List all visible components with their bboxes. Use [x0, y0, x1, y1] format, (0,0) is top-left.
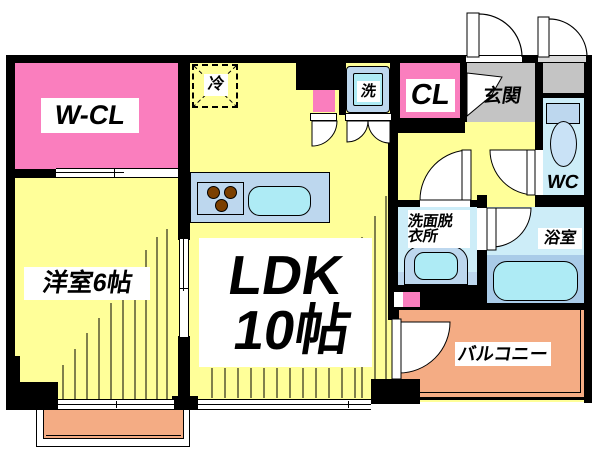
entrance-door-sill	[465, 55, 523, 63]
wall-partition-lower	[178, 336, 190, 400]
wall-between-windows	[172, 396, 198, 410]
balcony-door-arc	[398, 321, 451, 374]
wall-laundry-right	[390, 55, 400, 120]
wall-washroom-bath	[477, 195, 487, 309]
washing-machine-label-chip: 洗	[357, 81, 380, 102]
wall-bottom-left-chunk	[16, 382, 58, 410]
wall-hall-washroom-a	[388, 200, 420, 207]
pipe-space-bottom	[403, 292, 420, 307]
opening-bath-door	[477, 208, 487, 250]
bathroom-door-leaf	[486, 207, 497, 251]
outside-storage-box	[543, 63, 584, 93]
washroom-label-chip: 洗面脱 衣所	[406, 210, 470, 248]
balcony-inner-line	[401, 310, 581, 393]
toilet-label: WC	[545, 172, 581, 193]
wall-ldk-east	[388, 113, 398, 320]
storage-door-sill	[537, 55, 587, 63]
storage-door-arc	[548, 18, 588, 58]
sliding-door-partition-tick	[180, 288, 188, 289]
wall-wcl-bottom-left	[13, 169, 57, 178]
walk-in-closet-label: W-CL	[52, 100, 128, 130]
closet-label-chip: CL	[406, 79, 455, 112]
opening-wc-door	[535, 150, 543, 195]
walk-in-closet-label-chip: W-CL	[41, 98, 139, 133]
wall-right	[584, 55, 592, 403]
wall-closet-entrance	[460, 63, 467, 122]
vanity-basin	[414, 252, 458, 280]
pipe-space-bottom-white	[394, 292, 403, 307]
bathtub	[493, 261, 578, 301]
western-room-fan-lines	[62, 229, 168, 399]
toilet-label-chip: WC	[544, 171, 582, 194]
wall-wcl-right	[178, 63, 190, 170]
laundry-door-left-arc	[346, 120, 369, 143]
stove-burner-3	[215, 199, 228, 212]
ldk-label-line2: 10帖	[229, 298, 356, 361]
ldk-label-line1: LDK	[224, 243, 348, 306]
balcony-left	[43, 409, 184, 439]
balcony-door-leaf	[391, 318, 402, 380]
ldk-label-chip: LDK 10帖	[199, 238, 372, 367]
kitchen-sink	[248, 186, 311, 216]
sliding-door-wcl	[56, 168, 178, 178]
entrance-label: 玄関	[481, 86, 523, 107]
closet-label: CL	[408, 79, 453, 111]
wall-laundry-left	[339, 55, 346, 115]
washing-machine-label: 洗	[359, 83, 378, 100]
sliding-door-wcl-tick	[114, 169, 115, 177]
wall-under-storage	[543, 93, 586, 98]
stove-burner-2	[224, 186, 237, 199]
storage-door-leaf	[537, 16, 550, 58]
refrigerator-space	[192, 64, 238, 108]
wall-entrance-right	[535, 55, 543, 195]
stove-burner-1	[207, 186, 220, 199]
window-ldk-midline	[198, 404, 371, 405]
sliding-door-partition-line	[183, 239, 184, 291]
ldk-fan-lines	[211, 196, 387, 398]
window-ldk-tick	[348, 401, 349, 408]
wall-wcl-bottom-right	[172, 169, 190, 178]
entrance-door-leaf	[466, 12, 480, 58]
washroom-label-line2: 衣所	[406, 228, 440, 245]
storage-box-door-arc	[311, 120, 338, 147]
balcony-label-chip: バルコニー	[455, 342, 551, 366]
wall-bath-bottom	[483, 303, 592, 309]
washroom-door-leaf	[461, 149, 472, 201]
bathroom-door-arc	[491, 207, 532, 248]
wall-under-closet	[388, 118, 465, 133]
pipe-space-top	[313, 90, 335, 112]
washroom-label-line1: 洗面脱	[406, 213, 455, 230]
balcony-left-inner-line	[46, 435, 181, 436]
bathroom-label: 浴室	[542, 229, 578, 247]
western-room-label-chip: 洋室6帖	[24, 267, 150, 300]
opening-washroom-door	[420, 200, 470, 207]
wall-partition-upper	[178, 178, 190, 240]
balcony-label: バルコニー	[456, 344, 550, 364]
wall-wc-bath	[535, 195, 592, 207]
wc-door-leaf	[526, 149, 536, 196]
wall-left	[6, 55, 15, 410]
laundry-door-right-arc	[367, 120, 391, 144]
wall-top-middle-chunk	[296, 55, 345, 90]
refrigerator-label: 冷	[206, 76, 226, 93]
entrance-inner-door-leaf	[466, 72, 503, 118]
entrance-door-arc	[478, 13, 523, 58]
window-western-tick	[116, 401, 117, 408]
western-room-label: 洋室6帖	[40, 269, 134, 297]
toilet-bowl	[550, 121, 577, 167]
sliding-door-wcl-line	[56, 172, 124, 173]
refrigerator-label-chip: 冷	[204, 74, 228, 96]
bathroom-label-chip: 浴室	[538, 228, 582, 249]
wall-ldk-bottom-right-chunk	[371, 379, 420, 404]
entrance-label-chip: 玄関	[470, 85, 534, 108]
